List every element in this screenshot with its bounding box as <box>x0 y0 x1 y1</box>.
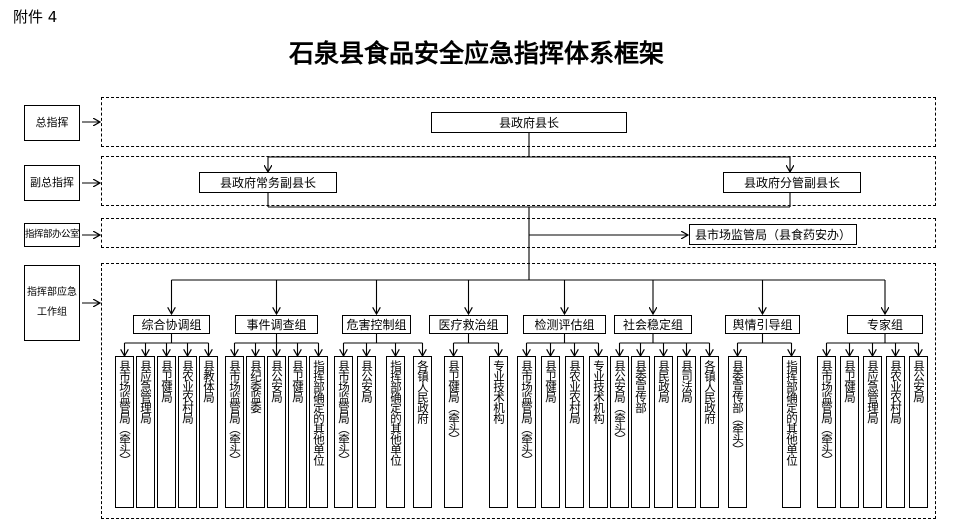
row-label-groups-line1: 指挥部应急 <box>27 287 77 298</box>
unit-box: 县应急管理局 <box>136 356 155 508</box>
group-box: 危害控制组 <box>342 315 411 334</box>
unit-box: 专业技术机构 <box>589 356 608 508</box>
attachment-label: 附件 4 <box>13 8 58 26</box>
unit-box: 县公安局 <box>909 356 928 508</box>
node-county-head: 县政府县长 <box>431 112 627 133</box>
unit-box: 县市场监管局（牵头） <box>334 356 353 508</box>
unit-box: 县教体局 <box>199 356 218 508</box>
node-market-bureau: 县市场监管局（县食药安办） <box>689 224 857 245</box>
unit-box: 县卫健局（牵头） <box>444 356 463 508</box>
tier-frame-deputy <box>101 156 936 206</box>
unit-box: 县公安局 <box>267 356 286 508</box>
group-box: 事件调查组 <box>235 315 318 334</box>
unit-box: 县司法局 <box>677 356 696 508</box>
group-box: 专家组 <box>847 315 923 334</box>
unit-box: 县卫健局 <box>840 356 859 508</box>
unit-box: 县农业农村局 <box>178 356 197 508</box>
unit-box: 县纪委监委 <box>246 356 265 508</box>
group-box: 检测评估组 <box>523 315 606 334</box>
unit-box: 县委宣传部（牵头） <box>728 356 747 508</box>
group-box: 医疗救治组 <box>429 315 508 334</box>
tier-frame-commander <box>101 97 936 147</box>
unit-box: 县市场监管局（牵头） <box>817 356 836 508</box>
row-label-groups-line2: 工作组 <box>37 307 67 318</box>
unit-box: 各镇人民政府 <box>413 356 432 508</box>
unit-box: 县委宣传部 <box>631 356 650 508</box>
group-box: 社会稳定组 <box>614 315 692 334</box>
page-title: 石泉县食品安全应急指挥体系框架 <box>288 39 664 68</box>
row-label-groups: 指挥部应急 工作组 <box>24 265 80 341</box>
unit-box: 县公安局（牵头） <box>610 356 629 508</box>
unit-box: 县公安局 <box>357 356 376 508</box>
unit-box: 县应急管理局 <box>863 356 882 508</box>
unit-box: 县卫健局 <box>288 356 307 508</box>
unit-box: 指挥部确定的其他单位 <box>386 356 405 508</box>
unit-box: 县农业农村局 <box>565 356 584 508</box>
group-box: 综合协调组 <box>133 315 210 334</box>
unit-box: 专业技术机构 <box>489 356 508 508</box>
row-label-commander: 总指挥 <box>24 105 80 141</box>
unit-box: 县卫健局 <box>541 356 560 508</box>
unit-box: 县卫健局 <box>157 356 176 508</box>
unit-box: 各镇人民政府 <box>700 356 719 508</box>
node-deputy-charge: 县政府分管副县长 <box>723 172 861 193</box>
unit-box: 指挥部确定的其他单位 <box>309 356 328 508</box>
group-box: 舆情引导组 <box>725 315 800 334</box>
unit-box: 县农业农村局 <box>886 356 905 508</box>
unit-box: 指挥部确定的其他单位 <box>782 356 801 508</box>
unit-box: 县民政局 <box>654 356 673 508</box>
unit-box: 县市场监管局（牵头） <box>517 356 536 508</box>
unit-box: 县市场监管局（牵头） <box>115 356 134 508</box>
row-label-office: 指挥部办公室 <box>24 223 80 247</box>
unit-box: 县市场监管局（牵头） <box>225 356 244 508</box>
tier-frame-groups <box>101 263 936 519</box>
node-deputy-exec: 县政府常务副县长 <box>199 172 337 193</box>
tier-frame-office <box>101 218 936 248</box>
row-label-deputy: 副总指挥 <box>24 165 80 201</box>
